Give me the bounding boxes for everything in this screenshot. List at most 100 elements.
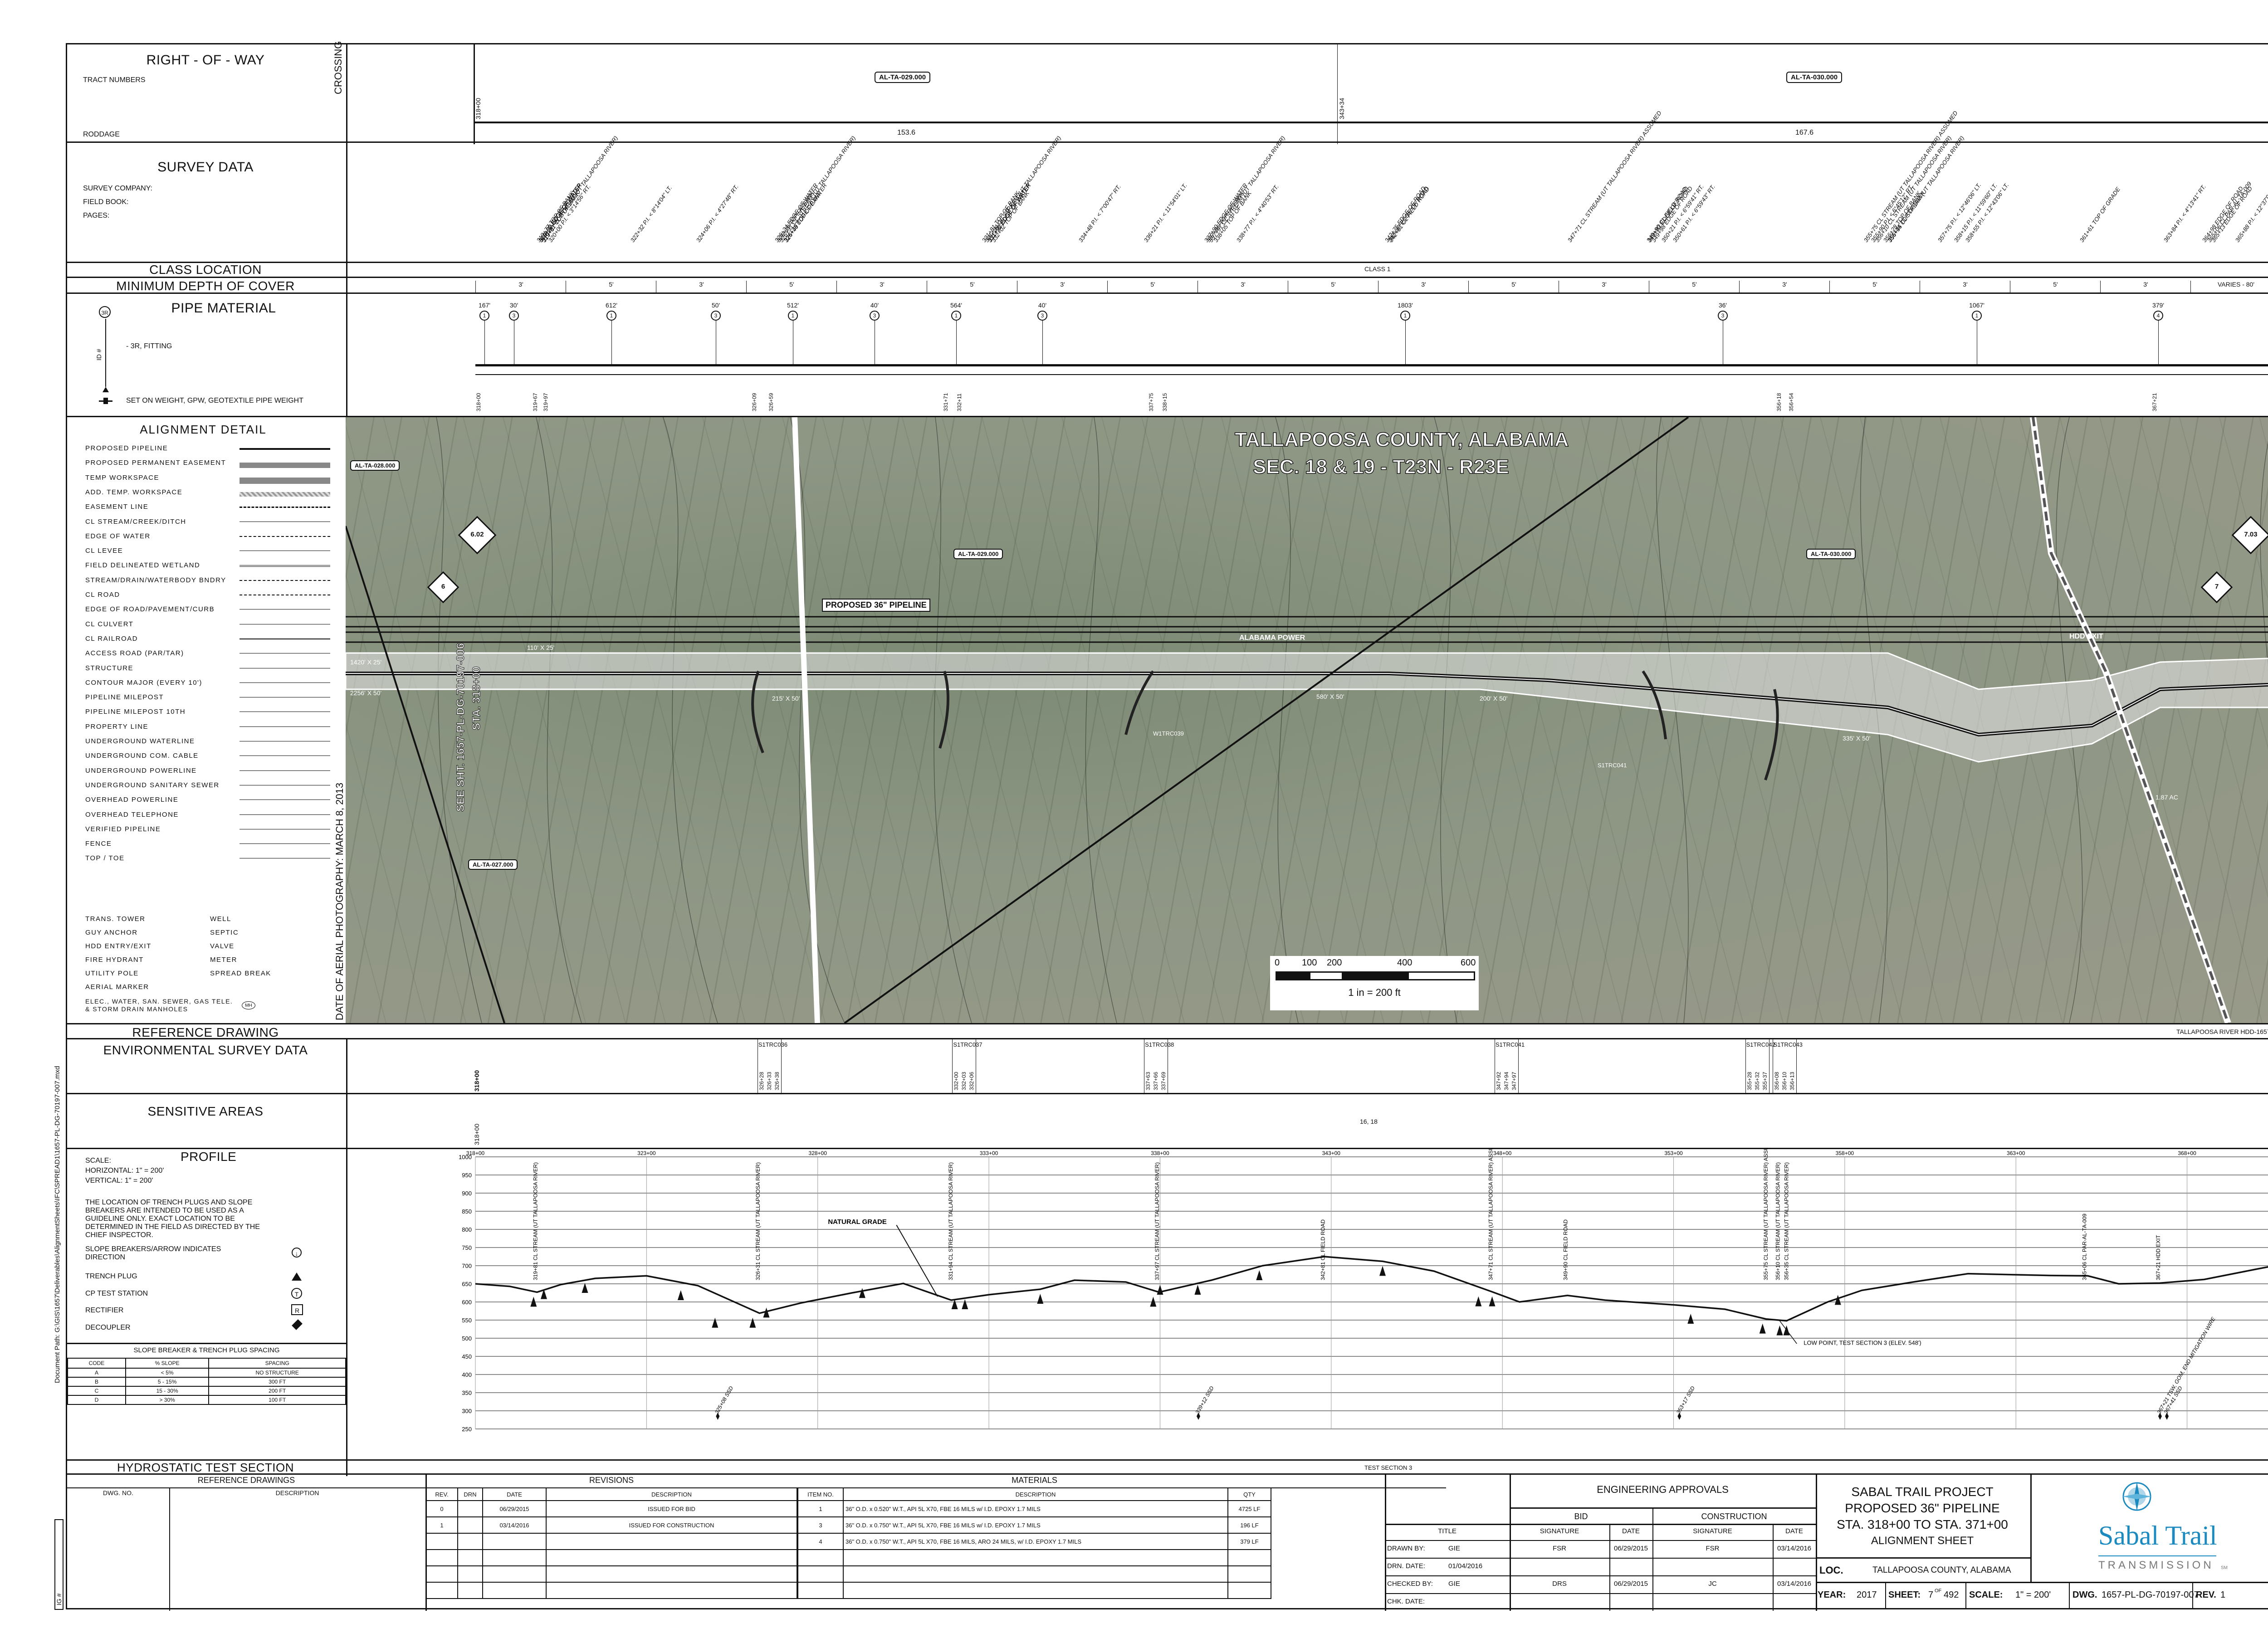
depth-of-cover-row: MINIMUM DEPTH OF COVER 3'5'3'5'3'5'3'5'3… [66,277,2268,295]
sheet-total: 492 [1944,1590,1959,1600]
env-feature-id[interactable]: S1TRC041 [1495,1041,1525,1048]
depth-of-cover-title: MINIMUM DEPTH OF COVER [116,279,295,293]
pipe-run-length: 30' [509,302,518,309]
env-feature-station: 356+08 [1773,1072,1780,1090]
construction-label: CONSTRUCTION [1701,1512,1767,1521]
approval-cell: DRS [1552,1580,1567,1588]
svg-text:367+21 TSW, GOM, END MITIGATIO: 367+21 TSW, GOM, END MITIGATION WIRE [2156,1316,2217,1415]
svg-text:367+21 HDD EXIT: 367+21 HDD EXIT [2155,1235,2161,1280]
roddage-value: 153.6 [897,129,916,136]
depth-segments: 3'5'3'5'3'5'3'5'3'5'3'5'3'5'3'5'3'5'3'VA… [475,278,2268,293]
depth-segment: 5' [746,281,837,293]
rev-value: 1 [2220,1590,2226,1600]
profile-panel: PROFILE SCALE: HORIZONTAL: 1" = 200' VER… [66,1148,2268,1461]
aerial-map[interactable]: TALLAPOOSA COUNTY, ALABAMA SEC. 18 & 19 … [346,417,2268,1023]
svg-text:318+00: 318+00 [466,1150,485,1156]
hdd-exit-label: HDD EXIT [2069,633,2103,640]
sheet-label: SHEET: [1888,1590,1921,1600]
map-tract-badge[interactable]: AL-TA-028.000 [350,460,400,471]
reference-drawing-value[interactable]: TALLAPOOSA RIVER HDD-1657-PL-DG-45102 [2176,1028,2268,1035]
svg-text:333+00: 333+00 [980,1150,998,1156]
legend-item: ADD. TEMP. WORKSPACE [85,488,183,496]
svg-text:750: 750 [462,1244,472,1251]
svg-text:319+81 CL STREAM (UT TALLAPOOS: 319+81 CL STREAM (UT TALLAPOOSA RIVER) [533,1162,539,1280]
env-feature-id[interactable]: S1TRC043 [1773,1041,1803,1048]
workspace-label: 2256' X 50' [350,689,382,697]
depth-segment: 5' [2010,281,2101,293]
crossing-annotation: 363+84 P.I. < 4°13'41" RT. [2162,183,2208,244]
match-line-left[interactable]: SEE SHT. 1657-PL-DG-70197-006 [455,643,467,812]
svg-text:600: 600 [462,1299,472,1306]
depth-segment: 3' [1559,281,1649,293]
roddage-value: 167.6 [1795,129,1814,136]
legend-slope-breaker: SLOPE BREAKERS/ARROW INDICATES DIRECTION [85,1245,221,1261]
env-feature-station: 347+94 [1503,1072,1510,1090]
wetland-label: W1TRC039 [1153,730,1184,737]
crossing-annotation: 356+10 CL STREAM (UT TALLAPOOSA RIVER) [1873,134,1953,244]
map-tract-badge[interactable]: AL-TA-027.000 [468,859,518,870]
legend-line-symbol [240,536,330,537]
svg-text:250: 250 [462,1426,472,1433]
env-feature-id[interactable]: S1TRC037 [953,1041,982,1048]
svg-text:368+00: 368+00 [2178,1150,2196,1156]
depth-segment: 3' [475,281,566,293]
symbol-legend-item: TRANS. TOWER [85,915,146,923]
pipeline-label: PROPOSED 36" PIPELINE [822,599,930,612]
legend-item: STRUCTURE [85,664,133,672]
svg-text:LOW POINT, TEST SECTION 3 (ELE: LOW POINT, TEST SECTION 3 (ELEV. 548') [1804,1339,1921,1346]
depth-segment: 5' [927,281,1017,293]
legend-item: CL LEVEE [85,547,123,555]
legend-line-symbol [240,565,330,567]
env-feature-id[interactable]: S1TRC038 [1145,1041,1174,1048]
row-title: RIGHT - OF - WAY [146,53,265,68]
depth-segment: 3' [836,281,927,293]
approval-cell: CHK. DATE: [1387,1598,1425,1605]
depth-segment: 3' [656,281,747,293]
depth-segment: 5' [1107,281,1198,293]
trench-plug-icon [1256,1270,1263,1280]
approval-cell: DRN. DATE: [1387,1562,1425,1570]
pipe-run-length: 36' [1718,302,1727,309]
reference-drawings-title: REFERENCE DRAWINGS [197,1476,295,1485]
row-panel: RIGHT - OF - WAY TRACT NUMBERS RODDAGE C… [66,41,2268,144]
legend-line-symbol [240,814,330,815]
pipe-id-icon: 1 [788,311,798,321]
scale-label: SCALE: [1969,1590,2003,1600]
contour-lines [346,417,2268,1023]
class-location-row: CLASS LOCATION CLASS 1 [66,262,2268,278]
margin-strip: Document Path: G:\GIS\1657\Deliverables\… [0,0,64,1633]
tract-numbers-label: TRACT NUMBERS [83,76,146,84]
env-feature-id[interactable]: S1TRC036 [758,1041,788,1048]
depth-segment: 3' [1739,281,1830,293]
approval-cell: FSR [1706,1545,1720,1552]
power-label: ALABAMA POWER [1239,634,1305,642]
legend-line-symbol [240,492,330,497]
svg-text:353+00: 353+00 [1664,1150,1683,1156]
env-feature-id[interactable]: S1TRC042 [1746,1041,1775,1048]
rev-label: REV. [2196,1590,2216,1600]
env-feature-station: 326+38 [773,1072,780,1090]
tract-badge[interactable]: AL-TA-029.000 [875,72,931,83]
legend-line-symbol [240,448,330,450]
row-break-station: 343+34 [1338,97,1345,119]
tract-badge[interactable]: AL-TA-030.000 [1786,72,1843,83]
map-tract-badge[interactable]: AL-TA-029.000 [953,549,1003,559]
fitting-id-icon: 3R [99,306,111,318]
approval-cell: 06/29/2015 [1613,1580,1648,1588]
map-tract-badge[interactable]: AL-TA-030.000 [1806,549,1856,559]
svg-text:328+00: 328+00 [809,1150,827,1156]
roddage-label: RODDAGE [83,131,120,138]
trench-plug-icon [749,1317,756,1328]
crossing-annotation: 365+13 EDGE OF ROAD [2209,185,2254,244]
pipe-run-length: 379' [2152,302,2165,309]
legend-rectifier: RECTIFIER [85,1306,124,1314]
compass-rose-icon [2122,1482,2151,1511]
legend-line-symbol [240,507,330,508]
manhole-legend: ELEC., WATER, SAN. SEWER, GAS TELE. & ST… [85,998,233,1013]
trench-plug-icon [712,1317,719,1328]
workspace-label: 580' X 50' [1316,693,1344,700]
